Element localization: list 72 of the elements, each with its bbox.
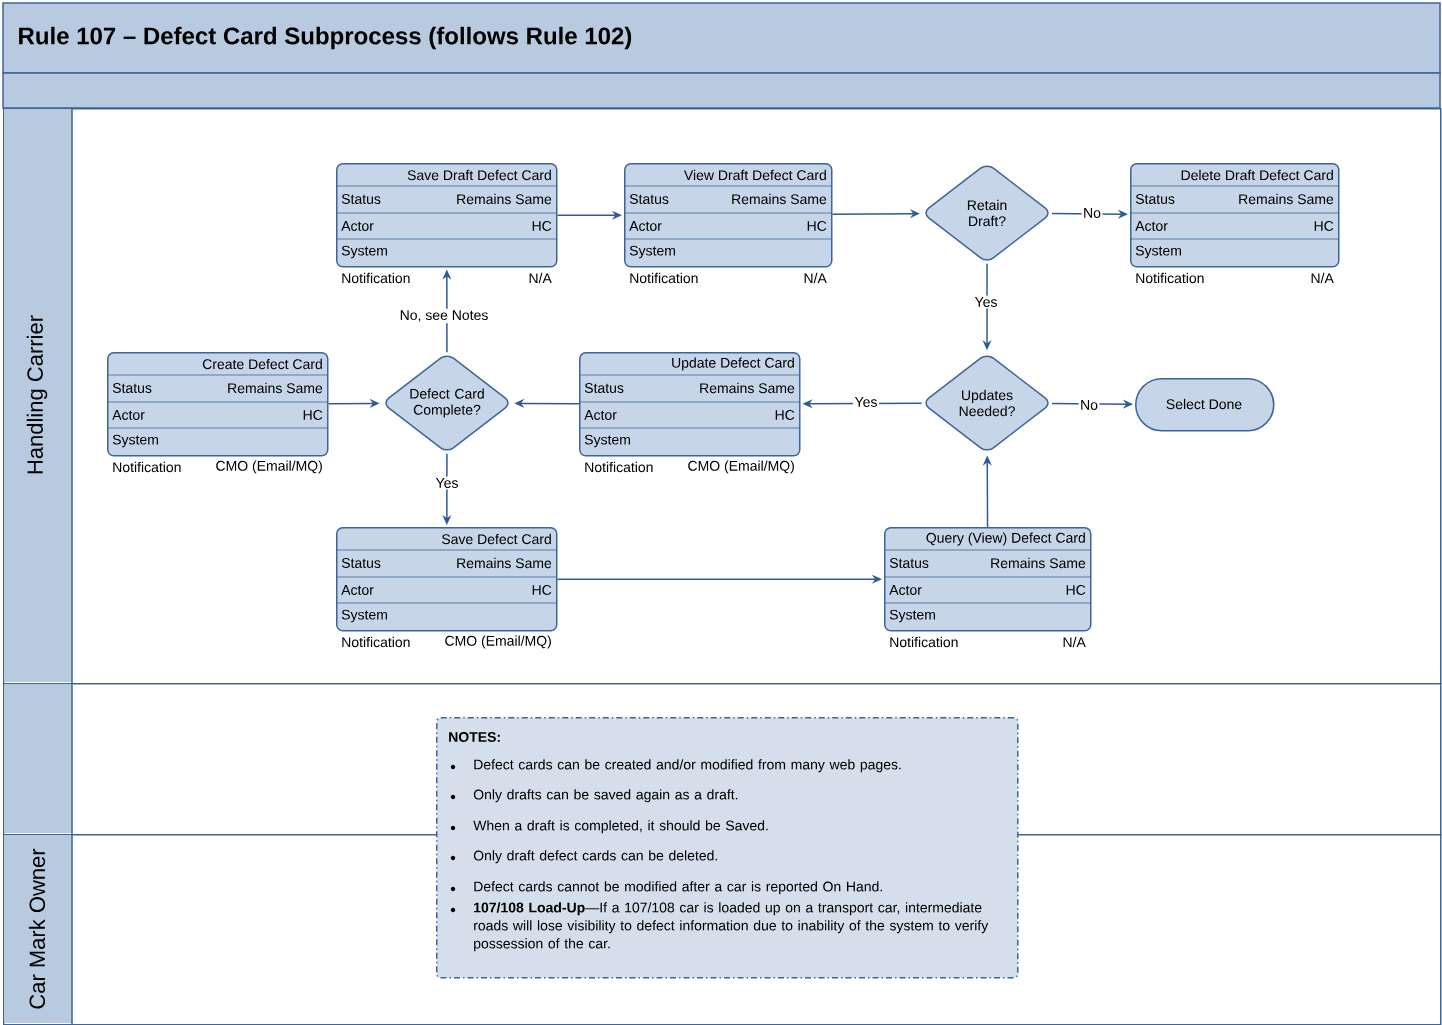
notification-label: Notification <box>342 636 410 648</box>
process-card <box>623 163 833 268</box>
row-label: Actor <box>112 410 145 420</box>
notification-label: Notification <box>890 636 958 648</box>
process-card <box>106 352 329 457</box>
row-label: Actor <box>1135 221 1168 231</box>
row-label: Status <box>1135 194 1175 204</box>
notification-label: Notification <box>585 461 653 473</box>
notification-value: CMO (Email/MQ) <box>216 460 322 474</box>
notification-label: Notification <box>113 461 181 473</box>
process-card <box>335 527 558 632</box>
notification-value: N/A <box>529 272 552 284</box>
row-label: System <box>584 434 630 448</box>
row-label: System <box>341 609 387 623</box>
row-value: Remains Same <box>1239 193 1334 205</box>
row-value: Remains Same <box>457 193 552 205</box>
bullet-item: Defect cards cannot be modified after a car is reported On Hand. <box>474 881 882 895</box>
notification-value: N/A <box>1311 272 1334 284</box>
process-card <box>883 527 1092 632</box>
row-value: Remains Same <box>732 193 827 205</box>
bullet-item: 107/108 Load-Up—If a 107/108 car is loaded up on a transport car, intermediate roads will lose visibility to defect information due to inability of the system to verify possession of the car. <box>474 902 989 952</box>
row-value: HC <box>775 410 795 420</box>
card-title: Save Defect Card <box>441 533 551 545</box>
row-label: Actor <box>889 585 922 595</box>
row-value: HC <box>1066 585 1086 595</box>
notification-label: Notification <box>1136 272 1204 284</box>
row-label: Actor <box>341 221 374 231</box>
row-label: System <box>889 609 935 623</box>
card-title: Query (View) Defect Card <box>926 532 1085 546</box>
notification-label: Notification <box>630 272 698 284</box>
row-label: System <box>112 434 158 448</box>
row-label: Actor <box>341 585 374 595</box>
row-label: Actor <box>629 221 662 231</box>
card-title: Create Defect Card <box>202 358 322 370</box>
row-value: HC <box>303 410 323 420</box>
row-label: Status <box>112 383 152 393</box>
notification-value: CMO (Email/MQ) <box>445 635 551 649</box>
row-label: Actor <box>584 410 617 420</box>
row-value: HC <box>807 221 827 231</box>
process-card <box>1129 163 1340 268</box>
row-value: Remains Same <box>700 382 795 394</box>
row-label: Status <box>341 194 381 204</box>
row-label: Status <box>341 558 381 568</box>
row-value: Remains Same <box>457 557 552 569</box>
notes-heading: NOTES: <box>449 732 500 742</box>
row-value: HC <box>1314 221 1334 231</box>
card-title: Save Draft Defect Card <box>407 169 551 181</box>
bullet-item: Defect cards can be created and/or modified from many web pages. <box>474 759 901 773</box>
notification-value: N/A <box>1063 636 1086 648</box>
row-value: Remains Same <box>228 382 323 394</box>
row-label: Status <box>889 558 929 568</box>
row-value: HC <box>532 221 552 231</box>
card-title: Update Defect Card <box>672 357 794 371</box>
row-value: Remains Same <box>991 557 1086 569</box>
notes-box <box>436 717 1019 979</box>
row-value: HC <box>532 585 552 595</box>
row-label: System <box>341 245 387 259</box>
bullet-item: When a draft is completed, it should be Saved. <box>473 820 768 834</box>
notification-label: Notification <box>342 272 410 284</box>
card-title: Delete Draft Defect Card <box>1181 169 1333 181</box>
row-label: Status <box>584 383 624 393</box>
bullet-item: Only draft defect cards can be deleted. <box>473 850 718 864</box>
notification-value: N/A <box>804 272 827 284</box>
card-title: View Draft Defect Card <box>683 169 826 181</box>
process-card <box>578 352 801 457</box>
row-label: System <box>629 245 675 259</box>
notification-value: CMO (Email/MQ) <box>688 460 794 474</box>
title-bar: Rule 107 – Defect Card Subprocess (follows Rule 102) <box>2 2 1441 74</box>
row-label: Status <box>629 194 669 204</box>
row-label: System <box>1135 245 1181 259</box>
bullet-item: Only drafts can be saved again as a draft. <box>473 789 738 803</box>
process-card <box>335 163 558 268</box>
